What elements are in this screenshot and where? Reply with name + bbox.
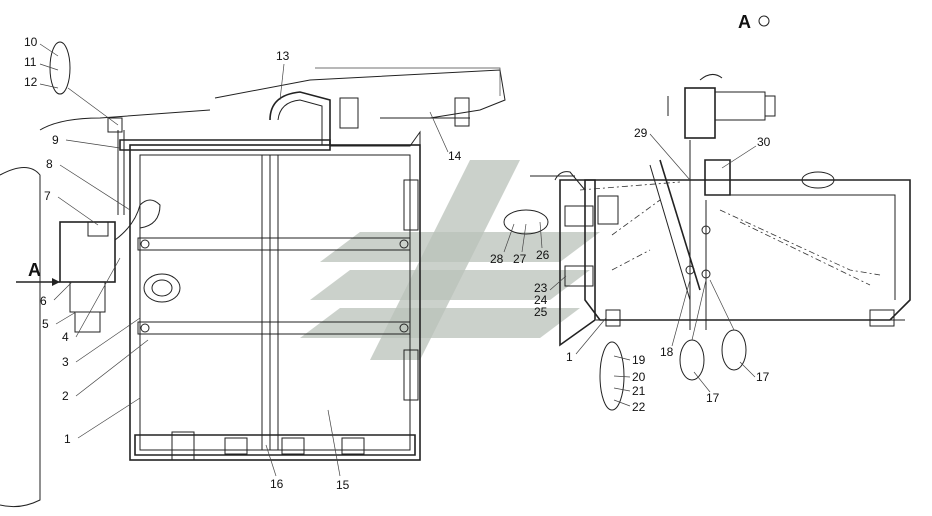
callout-11: 11 [24,55,37,69]
callout-7: 7 [44,189,51,203]
callout-4: 4 [62,330,69,344]
callout-1-right: 1 [566,350,573,364]
callout-10: 10 [24,35,38,49]
callout-25: 25 [534,305,548,319]
callout-22: 22 [632,400,646,414]
svg-text:A: A [28,260,41,280]
radiator-assembly [119,91,470,461]
callout-3: 3 [62,355,69,369]
callout-2: 2 [62,389,69,403]
callout-15: 15 [336,478,350,492]
callout-24: 24 [534,293,548,307]
callouts-right: 29 30 28 27 26 23 24 25 1 18 19 20 21 22… [490,126,771,414]
right-view-assembly [530,74,911,347]
left-unit [59,117,161,333]
callout-16: 16 [270,477,284,491]
callout-18: 18 [660,345,674,359]
svg-text:A: A [738,12,751,32]
callout-5: 5 [42,317,49,331]
callout-1: 1 [64,432,71,446]
callout-19: 19 [632,353,646,367]
callout-12: 12 [24,75,38,89]
callout-30: 30 [757,135,771,149]
callout-21: 21 [632,384,646,398]
callout-17-right: 17 [756,370,770,384]
callouts-left: 10 11 12 9 8 7 6 5 4 3 2 1 13 14 16 15 [24,35,462,492]
callout-6: 6 [40,294,47,308]
callout-17-left: 17 [706,391,720,405]
callout-27: 27 [513,252,527,266]
cab-outline [0,67,506,508]
callout-20: 20 [632,370,646,384]
callout-23: 23 [534,281,548,295]
watermark-logo [300,160,600,360]
callout-29: 29 [634,126,648,140]
callout-28: 28 [490,252,504,266]
callout-8: 8 [46,157,53,171]
callout-14: 14 [448,149,462,163]
callout-13: 13 [276,49,290,63]
view-a-title: A [738,12,770,32]
view-marker-a: A [16,260,60,286]
callout-9: 9 [52,133,59,147]
callout-26: 26 [536,248,550,262]
